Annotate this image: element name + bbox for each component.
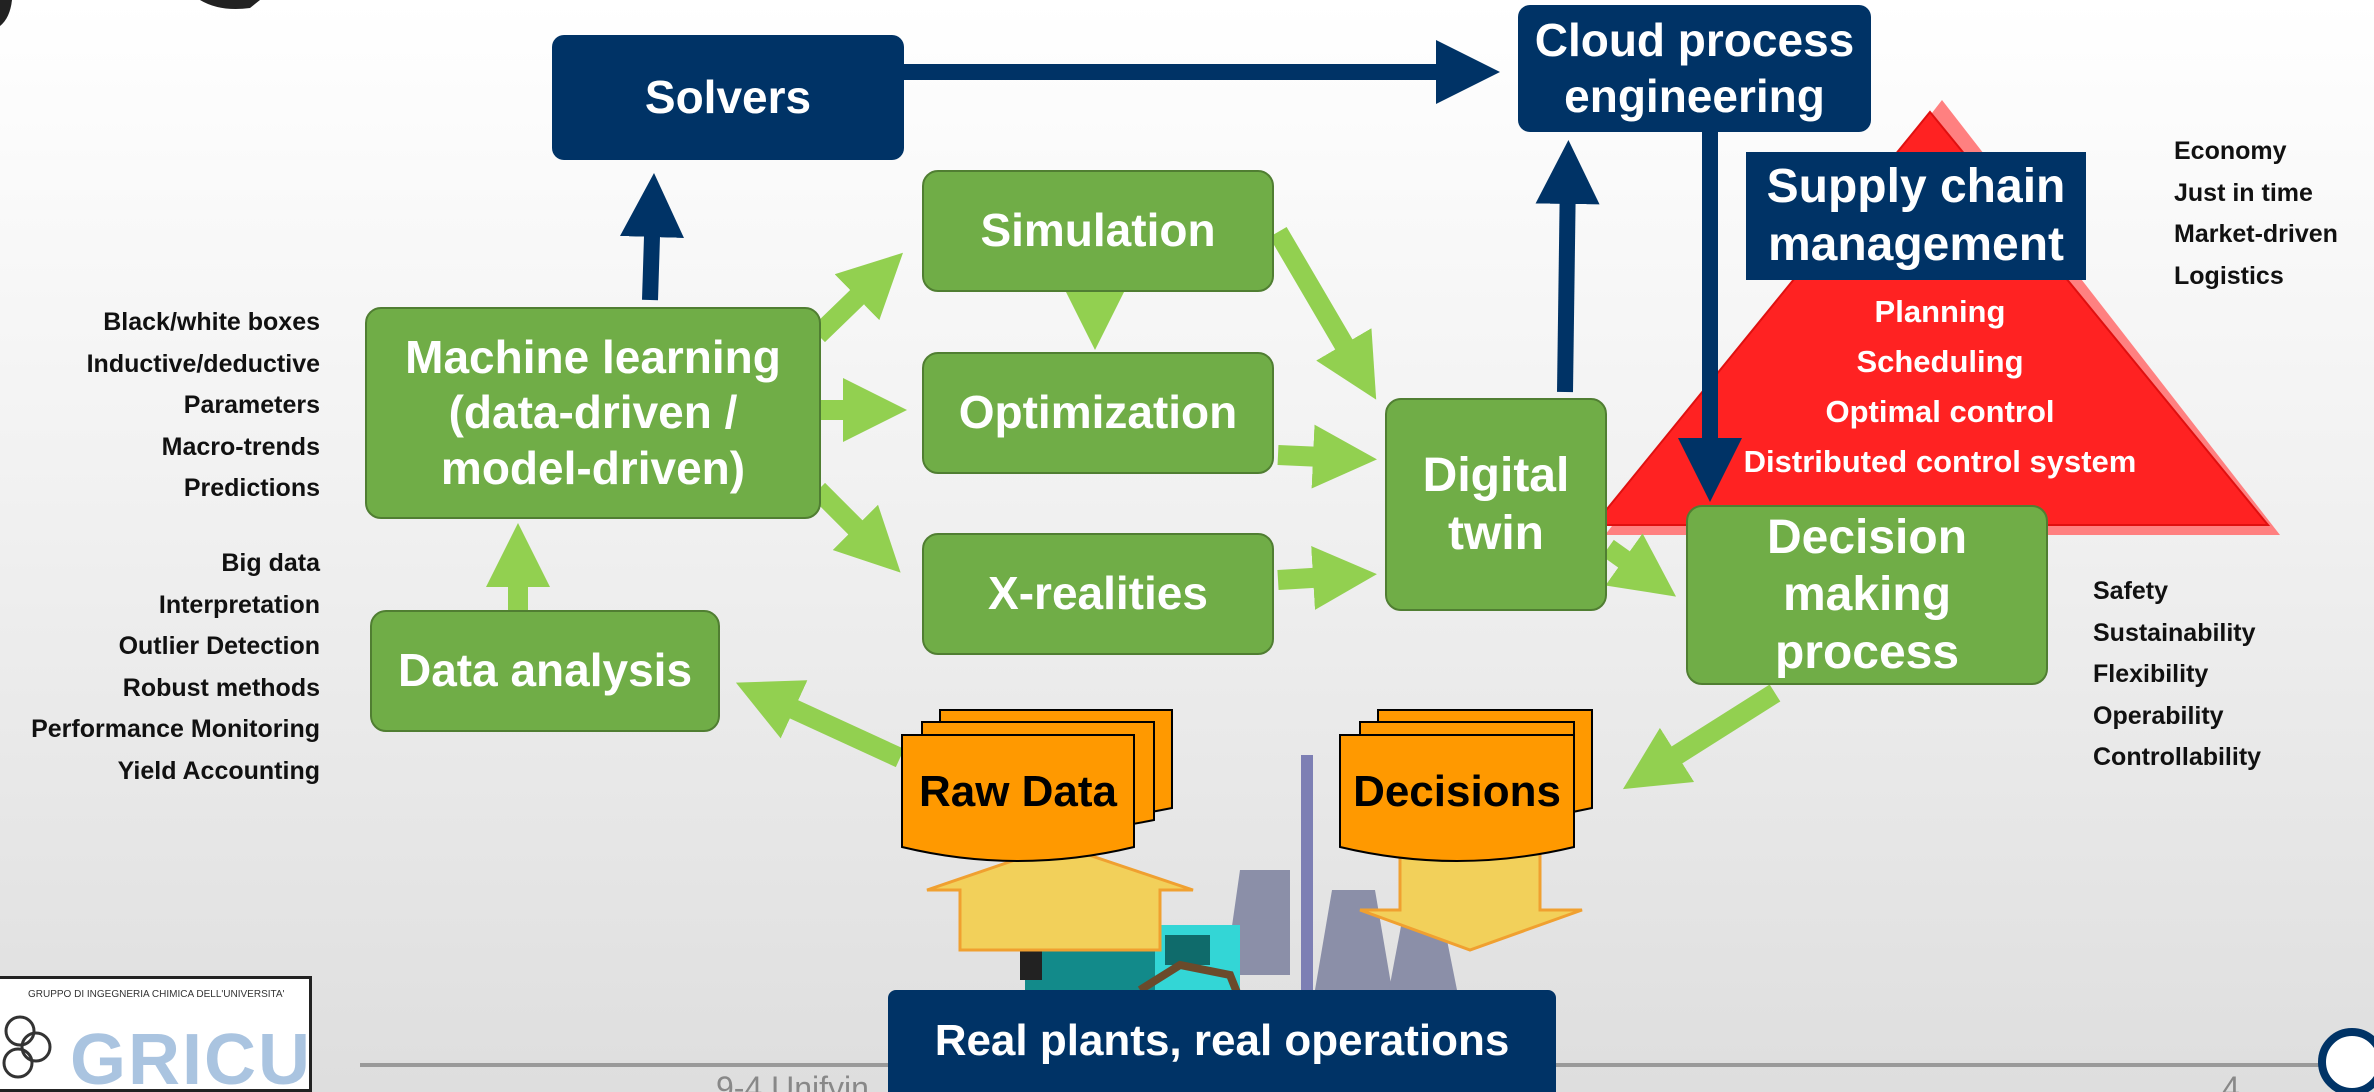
decision-attribute: Sustainability (2093, 618, 2256, 647)
ml-attribute: Macro-trends (161, 432, 320, 461)
machine-learning-node: Machine learning (data-driven / model-dr… (365, 307, 821, 519)
ml-attribute: Black/white boxes (103, 308, 320, 336)
arrow-twin-to-cloud (1535, 140, 1600, 393)
supply-chain-management-node: Supply chain management (1746, 152, 2086, 280)
arrow-optimization-to-twin (1277, 424, 1377, 489)
supply-chain-item-planning: Planning (1874, 294, 2006, 329)
data-analysis-attribute: Yield Accounting (117, 756, 320, 785)
supply-chain-attributes-list: Economy Just in time Market-driven Logis… (2174, 131, 2338, 297)
ml-attribute: Parameters (183, 391, 320, 419)
download-arrow-icon (1359, 848, 1583, 952)
ml-attribute: Inductive/deductive (86, 349, 320, 378)
title-fragment-icon (200, 0, 260, 9)
arrow-decision-to-decisions (1622, 684, 1781, 790)
digital-twin-node: Digital twin (1385, 398, 1607, 611)
solvers-node: Solvers (552, 35, 904, 160)
ml-attributes-list: Black/white boxes Inductive/deductive Pa… (87, 302, 320, 510)
arrow-ml-to-xrealities (810, 482, 901, 573)
cloud-process-engineering-node: Cloud process engineering (1518, 5, 1871, 132)
decision-making-node: Decision making process (1686, 505, 2048, 685)
logo-rings-icon (2, 1015, 52, 1079)
arrow-rawdata-to-analysis (735, 680, 905, 768)
simulation-node: Simulation (922, 170, 1274, 292)
supply-chain-item-optimal-control: Optimal control (1825, 394, 2055, 429)
decisions-label: Decisions (1353, 767, 1561, 816)
decision-attribute: Operability (2093, 701, 2224, 730)
arrow-simulation-to-twin (1269, 226, 1377, 400)
raw-data-document-stack-icon (901, 709, 1173, 862)
supply-chain-item-distributed-control: Distributed control system (1743, 444, 2137, 479)
decision-attribute: Flexibility (2093, 660, 2209, 688)
arrow-xrealities-to-twin (1277, 545, 1377, 610)
supply-chain-attribute: Just in time (2174, 178, 2313, 207)
gricu-logo: GRUPPO DI INGEGNERIA CHIMICA DELL'UNIVER… (0, 976, 312, 1092)
decisions-document-stack-icon (1339, 709, 1593, 862)
raw-data-label: Raw Data (918, 767, 1118, 816)
page-corner-icon (2318, 1028, 2374, 1092)
logo-name: GRICU (70, 1020, 312, 1092)
data-analysis-attributes-list: Big data Interpretation Outlier Detectio… (31, 543, 320, 792)
decision-attributes-list: Safety Sustainability Flexibility Operab… (2093, 571, 2261, 779)
data-analysis-attribute: Outlier Detection (118, 632, 320, 660)
title-fragment-icon (0, 0, 12, 26)
data-analysis-attribute: Big data (221, 549, 320, 577)
decision-attribute: Safety (2093, 577, 2169, 605)
ml-attribute: Predictions (183, 474, 320, 502)
arrow-twin-to-decision (1602, 533, 1677, 597)
data-analysis-attribute: Interpretation (158, 590, 320, 619)
arrow-ml-to-simulation (811, 252, 903, 343)
x-realities-node: X-realities (922, 533, 1274, 655)
supply-chain-attribute: Economy (2174, 137, 2287, 165)
supply-chain-attribute: Logistics (2174, 261, 2284, 290)
supply-chain-attribute: Market-driven (2174, 220, 2338, 248)
data-analysis-node: Data analysis (370, 610, 720, 732)
optimization-node: Optimization (922, 352, 1274, 474)
real-plants-node: Real plants, real operations (888, 990, 1556, 1092)
upload-arrow-icon (926, 843, 1194, 952)
arrow-ml-to-solvers (620, 173, 684, 301)
supply-chain-item-scheduling: Scheduling (1856, 344, 2024, 379)
data-analysis-attribute: Performance Monitoring (31, 715, 320, 743)
data-analysis-attribute: Robust methods (122, 673, 320, 702)
decision-attribute: Controllability (2093, 743, 2262, 771)
footer-text: 9-4 Unifyin (716, 1070, 869, 1092)
logo-caption: GRUPPO DI INGEGNERIA CHIMICA DELL'UNIVER… (28, 989, 285, 1000)
page-number: 4 (2222, 1070, 2240, 1092)
